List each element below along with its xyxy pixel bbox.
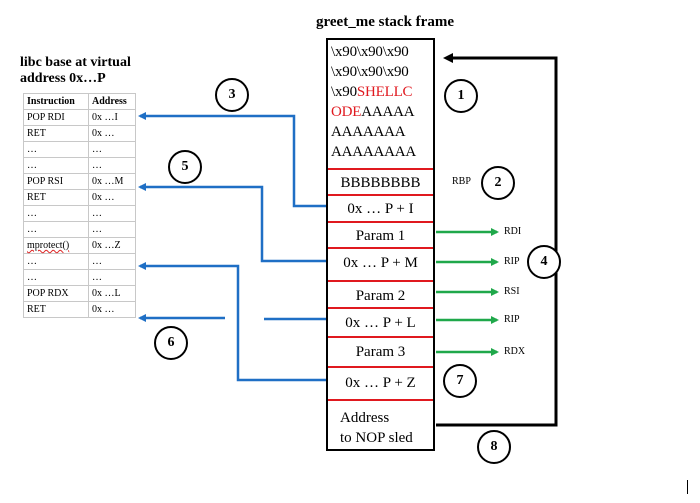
stack-divider	[328, 280, 433, 282]
padding-text: AAAAA	[361, 104, 415, 120]
text-cursor	[687, 480, 688, 494]
return-address-pop-rsi: 0x … P + M	[343, 255, 418, 271]
rip-label: RIP	[504, 256, 520, 267]
nop-text: \x90\x90\x90	[331, 44, 409, 60]
shellcode-text: ODE	[331, 104, 362, 120]
address-cell: 0x …	[88, 301, 136, 318]
shellcode-line: \x90SHELLC	[331, 82, 435, 102]
rdi-label: RDI	[504, 226, 522, 237]
shellcode-region: \x90\x90\x90 \x90\x90\x90 \x90SHELLC ODE…	[331, 42, 435, 162]
table-header-row: Instruction Address	[23, 93, 136, 110]
libc-title: libc base at virtual address 0x…P	[20, 55, 131, 87]
return-address-pop-rdx: 0x … P + L	[345, 315, 416, 331]
nop-sled-address-cell: Address to NOP sled	[340, 408, 445, 448]
nop-text: \x90\x90\x90	[331, 64, 409, 80]
step-2-badge: 2	[481, 166, 515, 200]
shellcode-line: \x90\x90\x90	[331, 62, 435, 82]
step-5-badge: 5	[168, 150, 202, 184]
padding-text: AAAAAAAA	[331, 144, 417, 160]
diagram-title: greet_me stack frame	[316, 14, 454, 30]
stack-divider	[328, 221, 433, 223]
arrow-mprotect	[138, 262, 326, 382]
return-address-pop-rdi: 0x … P + I	[347, 201, 414, 217]
stack-divider	[328, 194, 433, 196]
stack-divider	[328, 307, 433, 309]
arrow-pop-rdi	[138, 112, 326, 208]
libc-title-line1: libc base at virtual	[20, 55, 131, 70]
nop-text: \x90	[331, 84, 357, 100]
address-cell: 0x …M	[88, 173, 136, 190]
param-2-cell: Param 2	[355, 288, 406, 304]
table-row: ……	[23, 141, 136, 158]
arrow-pop-rsi	[138, 183, 326, 263]
nop-sled-line2: to NOP sled	[340, 430, 413, 446]
mprotect-label: mprotect()	[27, 240, 70, 251]
step-8-badge: 8	[477, 430, 511, 464]
shellcode-text: SHELLC	[356, 84, 413, 100]
step-4-badge: 4	[527, 245, 561, 279]
return-address-mprotect: 0x … P + Z	[345, 375, 416, 391]
step-7-badge: 7	[443, 364, 477, 398]
param-3-cell: Param 3	[355, 344, 406, 360]
shellcode-line: AAAAAAAA	[331, 142, 435, 162]
table-row: ……	[23, 205, 136, 222]
param-1-cell: Param 1	[355, 228, 406, 244]
step-1-badge: 1	[444, 79, 478, 113]
table-row: ……	[23, 221, 136, 238]
shellcode-line: \x90\x90\x90	[331, 42, 435, 62]
stack-divider	[328, 366, 433, 368]
rsi-label: RSI	[504, 286, 520, 297]
stack-divider	[328, 336, 433, 338]
arrow-return-to-nop-sled	[436, 53, 558, 427]
saved-rbp-cell: BBBBBBBB	[340, 175, 421, 191]
stack-divider	[328, 399, 433, 401]
shellcode-line: AAAAAAA	[331, 122, 435, 142]
libc-title-line2: address 0x…P	[20, 71, 106, 86]
address-cell: …	[88, 141, 136, 158]
stack-divider	[328, 247, 433, 249]
shellcode-line: ODEAAAAA	[331, 102, 435, 122]
step-3-badge: 3	[215, 78, 249, 112]
stack-divider	[328, 168, 433, 170]
table-row: mprotect()0x …Z	[23, 237, 136, 254]
step-6-badge: 6	[154, 326, 188, 360]
rdx-label: RDX	[504, 346, 526, 357]
padding-text: AAAAAAA	[331, 124, 406, 140]
stack-frame: \x90\x90\x90 \x90\x90\x90 \x90SHELLC ODE…	[326, 38, 435, 451]
rbp-label: RBP	[452, 176, 471, 187]
nop-sled-line1: Address	[340, 410, 390, 426]
rip-label: RIP	[504, 314, 520, 325]
